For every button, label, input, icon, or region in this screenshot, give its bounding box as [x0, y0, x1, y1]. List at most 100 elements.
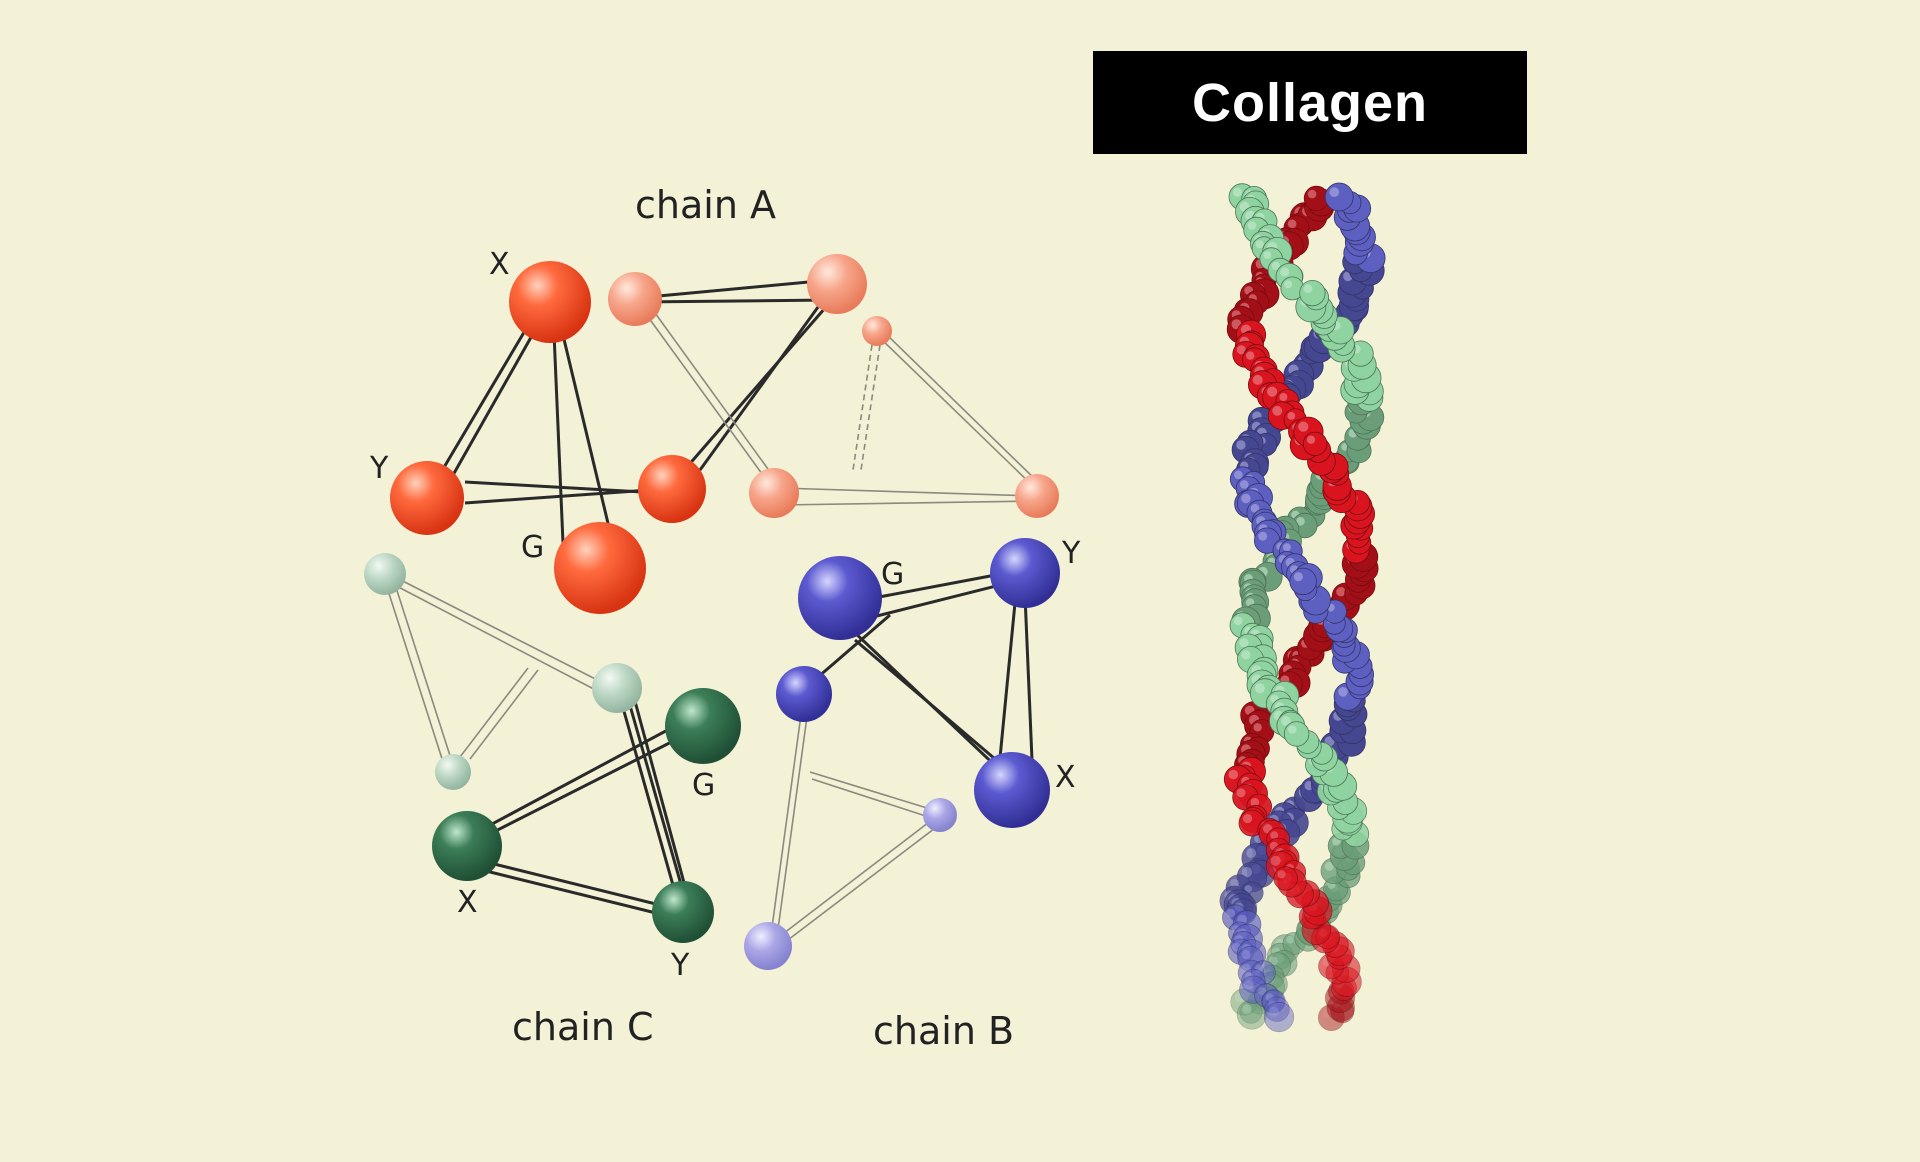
- helix-atom-highlight: [1336, 587, 1346, 597]
- helix-atom-highlight: [1253, 723, 1262, 732]
- chain-b-group: [744, 538, 1060, 970]
- helix-atom-highlight: [1233, 616, 1243, 626]
- helix-atom-highlight: [1270, 855, 1281, 866]
- helix-atom-highlight: [1263, 251, 1272, 259]
- chain-a-faint-bonds: [642, 305, 1041, 506]
- chain-c-atom: [364, 553, 406, 595]
- helix-atom-highlight: [1298, 421, 1309, 432]
- helix-atom-highlight: [1282, 543, 1291, 552]
- helix-atom-highlight: [1265, 993, 1274, 1001]
- helix-atom-highlight: [1272, 405, 1283, 416]
- chain-c-group: [364, 553, 741, 943]
- helix-atom-highlight: [1244, 885, 1253, 893]
- helix-atom-highlight: [1270, 831, 1279, 840]
- helix-atom-highlight: [1241, 650, 1251, 660]
- chain-a-atom: [390, 461, 464, 535]
- helix-atom-highlight: [1277, 870, 1286, 879]
- helix-atom-highlight: [1243, 1004, 1251, 1013]
- chain-c-atom: [435, 754, 471, 790]
- chain-a-x-label: X: [489, 247, 510, 282]
- helix-atom: [1261, 989, 1285, 1014]
- helix-atom-highlight: [1236, 788, 1246, 798]
- helix-atom: [1299, 279, 1326, 307]
- helix-atom-highlight: [1246, 848, 1257, 859]
- chain-a-atom: [509, 261, 591, 343]
- helix-atom-highlight: [1268, 1000, 1277, 1010]
- helix-atom: [1261, 989, 1286, 1013]
- chain-b-atom: [744, 922, 792, 970]
- helix-atom-highlight: [1230, 878, 1239, 888]
- chain-c-atom: [665, 688, 741, 764]
- helix-atom-highlight: [1293, 572, 1303, 582]
- helix-atom-highlight: [1255, 240, 1264, 249]
- chain-c-x-label: X: [457, 885, 478, 920]
- helix-atom-highlight: [1250, 503, 1260, 513]
- chain-a-y-label: Y: [370, 451, 389, 486]
- helix-atom-highlight: [1281, 716, 1291, 726]
- helix-atom-highlight: [1287, 412, 1296, 420]
- helix-atom-highlight: [1279, 393, 1288, 401]
- helix-atom-highlight: [1322, 1008, 1332, 1018]
- chain-b-faint-bonds: [769, 699, 944, 947]
- helix-atom-highlight: [1232, 187, 1243, 197]
- chain-a-atom: [554, 522, 646, 614]
- helix-atom-highlight: [1267, 386, 1278, 397]
- helix-atom-highlight: [1239, 480, 1249, 489]
- chain-b-g-label: G: [881, 557, 905, 592]
- chain-c-faint-bonds: [383, 571, 618, 769]
- chain-c-bonds: [465, 687, 706, 920]
- chain-a-g-label: G: [521, 530, 545, 565]
- chain-c-atom: [592, 663, 642, 713]
- helix-atom-highlight: [1284, 280, 1293, 289]
- chain-b-y-label: Y: [1062, 536, 1081, 571]
- helix-atom-highlight: [1250, 797, 1260, 807]
- chain-a-bonds: [425, 278, 834, 544]
- helix-atom-highlight: [1247, 221, 1257, 230]
- helix-atom-highlight: [1228, 769, 1239, 780]
- helix-atom-highlight: [1241, 1004, 1252, 1015]
- chain-b-atom: [776, 666, 832, 722]
- helix-atom-highlight: [1242, 814, 1253, 824]
- helix-atom: [1283, 721, 1310, 747]
- chain-a-atom: [749, 468, 799, 518]
- helix-atom-highlight: [1338, 687, 1348, 697]
- chain-c-label: chain C: [512, 1005, 654, 1049]
- helix-atom-highlight: [1296, 517, 1305, 526]
- helix-atom-highlight: [1287, 219, 1297, 229]
- helix-atom-highlight: [1258, 531, 1268, 541]
- helix-atom-highlight: [1268, 1006, 1279, 1017]
- helix-atom: [1302, 431, 1328, 457]
- chain-a-group: [390, 254, 1059, 614]
- helix-atom: [1263, 1001, 1295, 1033]
- helix-atom-highlight: [1254, 683, 1265, 694]
- helix-atom-highlight: [1329, 187, 1340, 198]
- helix-atom-highlight: [1241, 866, 1253, 878]
- helix-atom-highlight: [1258, 987, 1267, 996]
- helix-atom-highlight: [1288, 725, 1297, 734]
- helix-atom-highlight: [1239, 638, 1249, 648]
- helix-atom-highlight: [1243, 980, 1254, 990]
- figure-title: Collagen: [1093, 51, 1527, 154]
- helix-atom-highlight: [1306, 435, 1316, 444]
- helix-atom-highlight: [1236, 345, 1246, 355]
- chain-b-atom: [974, 752, 1050, 828]
- chain-c-y-label: Y: [671, 948, 690, 983]
- chain-a-atom: [807, 254, 867, 314]
- helix-atom: [1264, 996, 1290, 1022]
- chain-a-atom: [862, 316, 892, 346]
- collagen-triple-helix: [1219, 182, 1386, 1033]
- helix-atom-highlight: [1324, 861, 1334, 871]
- helix-atom-highlight: [1241, 950, 1251, 960]
- helix-atom: [1324, 182, 1354, 212]
- helix-atom-highlight: [1286, 935, 1294, 944]
- chain-b-atom: [798, 556, 882, 640]
- chain-b-atom: [990, 538, 1060, 608]
- helix-atom-highlight: [1234, 470, 1243, 480]
- helix-atom-highlight: [1236, 440, 1246, 450]
- chain-a-atom: [608, 272, 662, 326]
- helix-atom-highlight: [1246, 351, 1255, 360]
- helix-atom-highlight: [1265, 993, 1273, 1002]
- chain-a-atom: [638, 455, 706, 523]
- chain-c-g-label: G: [692, 768, 716, 803]
